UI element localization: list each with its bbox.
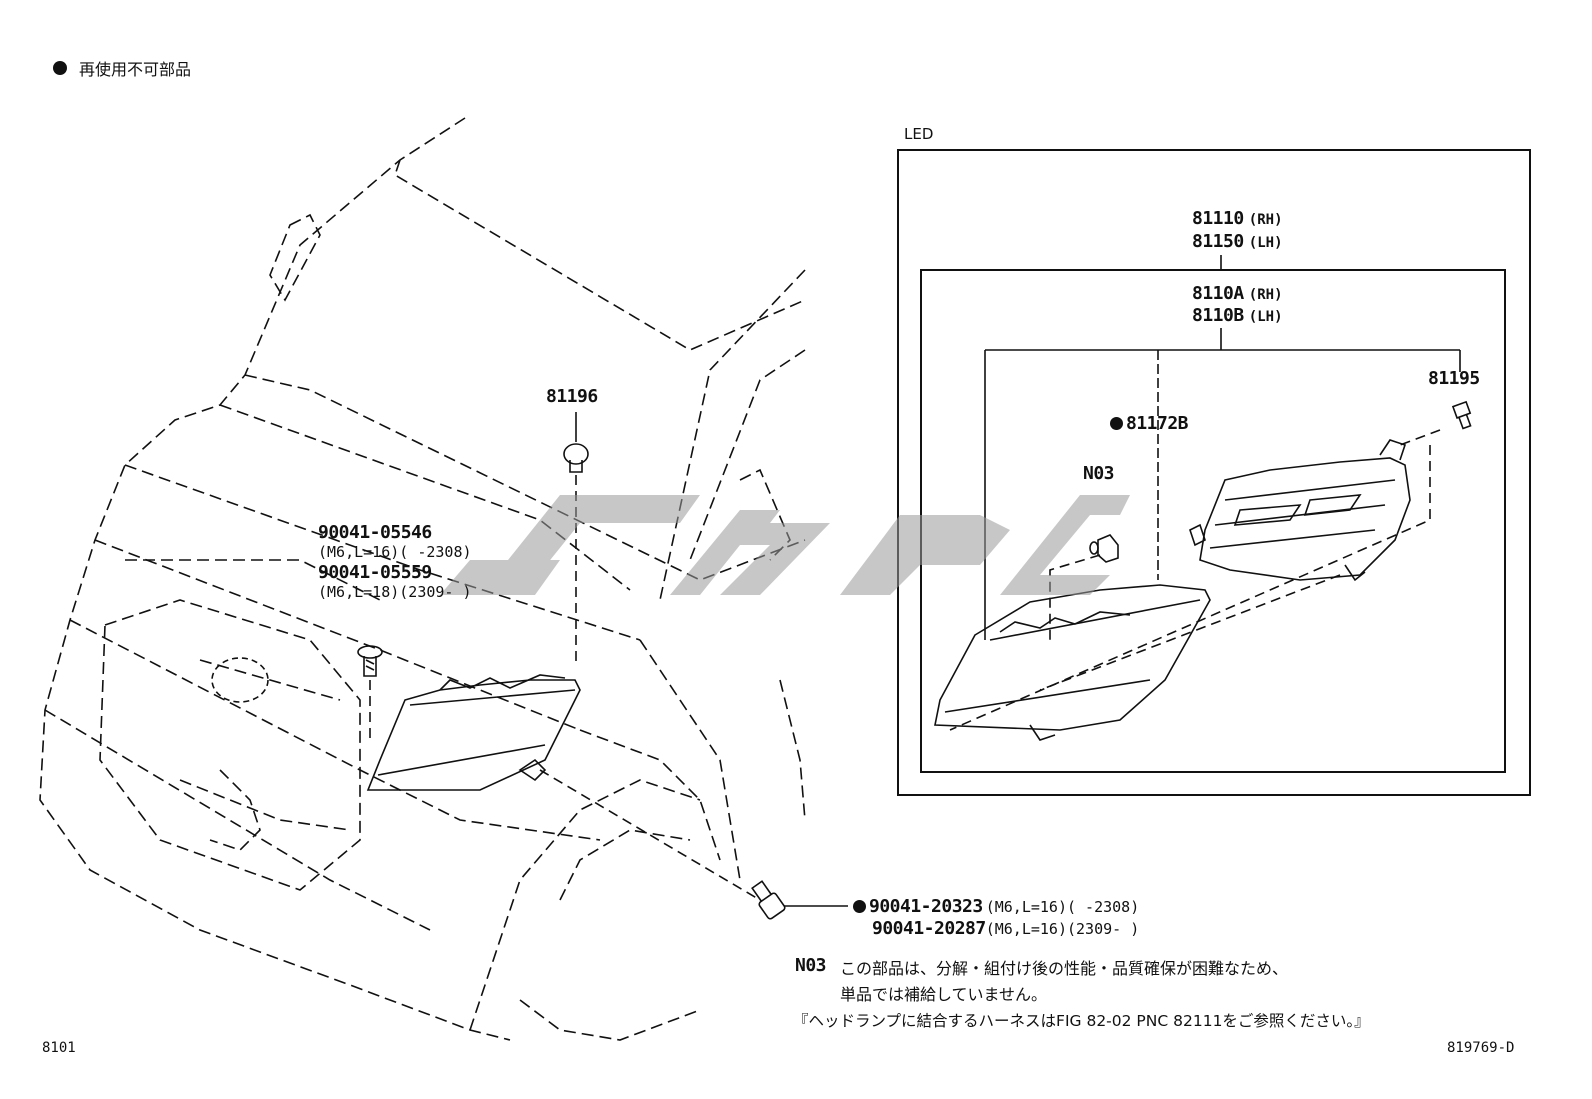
bolt-upper <box>357 645 383 677</box>
part-81110-label[interactable]: 81110 (RH) <box>1192 208 1283 229</box>
watermark-logo <box>440 495 1130 595</box>
headlamp-on-vehicle <box>366 674 581 791</box>
headlamp-housing-exploded <box>1189 439 1411 582</box>
note-code: N03 <box>795 955 827 976</box>
note-block: N03 この部品は、分解・組付け後の性能・品質確保が困難なため、 単品では補給し… <box>795 955 1288 1005</box>
non-reusable-dot-icon <box>53 61 67 75</box>
screw-81195 <box>1451 400 1472 430</box>
legend-text: 再使用不可部品 <box>79 60 192 79</box>
clip-81196 <box>563 443 589 473</box>
part-8110b-label[interactable]: 8110B (LH) <box>1192 305 1283 326</box>
part-81195-label[interactable]: 81195 <box>1428 368 1480 389</box>
part-81196-label[interactable]: 81196 <box>546 386 598 407</box>
part-81150-label[interactable]: 81150 (LH) <box>1192 231 1283 252</box>
vehicle-outline <box>39 117 806 1041</box>
led-box-label: LED <box>904 125 934 143</box>
bolt-90041-05559-spec: (M6,L=18)(2309- ) <box>318 583 472 601</box>
bolt-90041-05559-label[interactable]: 90041-05559 <box>318 562 432 583</box>
bulb-n03 <box>1089 534 1119 563</box>
drawing-number: 819769-D <box>1447 1040 1515 1056</box>
note-line-3: 『ヘッドランプに結合するハーネスはFIG 82-02 PNC 82111をご参照… <box>793 1012 1370 1030</box>
leader-lines <box>575 255 1461 907</box>
part-n03-label[interactable]: N03 <box>1083 463 1115 484</box>
led-frame-outer <box>897 149 1531 796</box>
non-reusable-dot-icon <box>853 900 866 913</box>
figure-number: 8101 <box>42 1040 76 1056</box>
note-line-1: この部品は、分解・組付け後の性能・品質確保が困難なため、 <box>840 959 1289 978</box>
note-line-2: 単品では補給していません。 <box>840 985 1048 1004</box>
bolt-90041-05546-spec: (M6,L=16)( -2308) <box>318 543 472 561</box>
bolt-90041-20287-row[interactable]: 90041-20287(M6,L=16)(2309- ) <box>872 918 1140 939</box>
bolt-90041-20323-row[interactable]: 90041-20323(M6,L=16)( -2308) <box>853 896 1139 917</box>
emblem-icon <box>211 657 269 703</box>
legend: 再使用不可部品 <box>53 56 191 80</box>
bolt-lower <box>751 880 786 920</box>
part-8110a-label[interactable]: 8110A (RH) <box>1192 283 1283 304</box>
bolt-90041-05546-label[interactable]: 90041-05546 <box>318 522 432 543</box>
part-81172b-label[interactable]: 81172B <box>1110 413 1189 434</box>
non-reusable-dot-icon <box>1110 417 1123 430</box>
